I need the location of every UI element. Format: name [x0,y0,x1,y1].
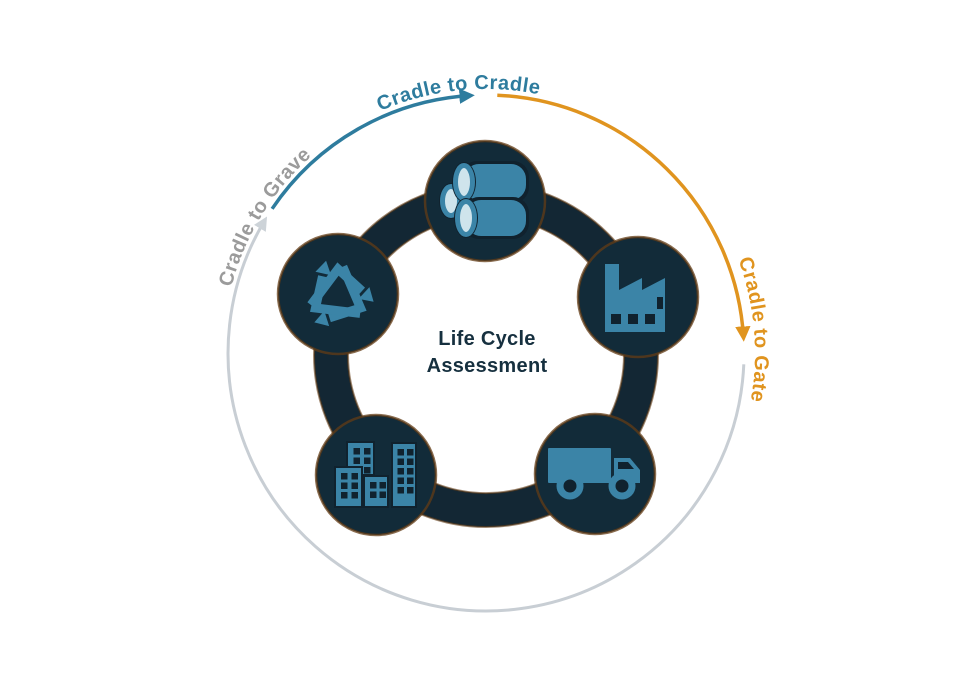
center-title: Life Cycle Assessment [427,328,548,377]
factory-icon [605,264,665,332]
city-buildings-icon [334,441,417,508]
center-title-line1: Life Cycle [438,328,535,350]
node-factory [576,235,700,359]
node-truck [533,412,657,536]
center-title-line2: Assessment [427,355,548,377]
truck-icon [548,448,640,500]
node-circle [276,232,400,356]
node-material-rolls [423,139,547,263]
cradle-to-grave-arc [226,216,746,613]
node-city-buildings [314,413,438,537]
cradle-to-gate-label: Cradle to Gate [734,254,772,404]
cradle-to-cradle-arc [270,88,475,210]
material-rolls-icon [439,161,529,239]
cradle-to-gate-arc [497,93,751,342]
truck-wheel [608,472,636,500]
node-recycle [276,232,400,356]
truck-wheel [556,472,584,500]
